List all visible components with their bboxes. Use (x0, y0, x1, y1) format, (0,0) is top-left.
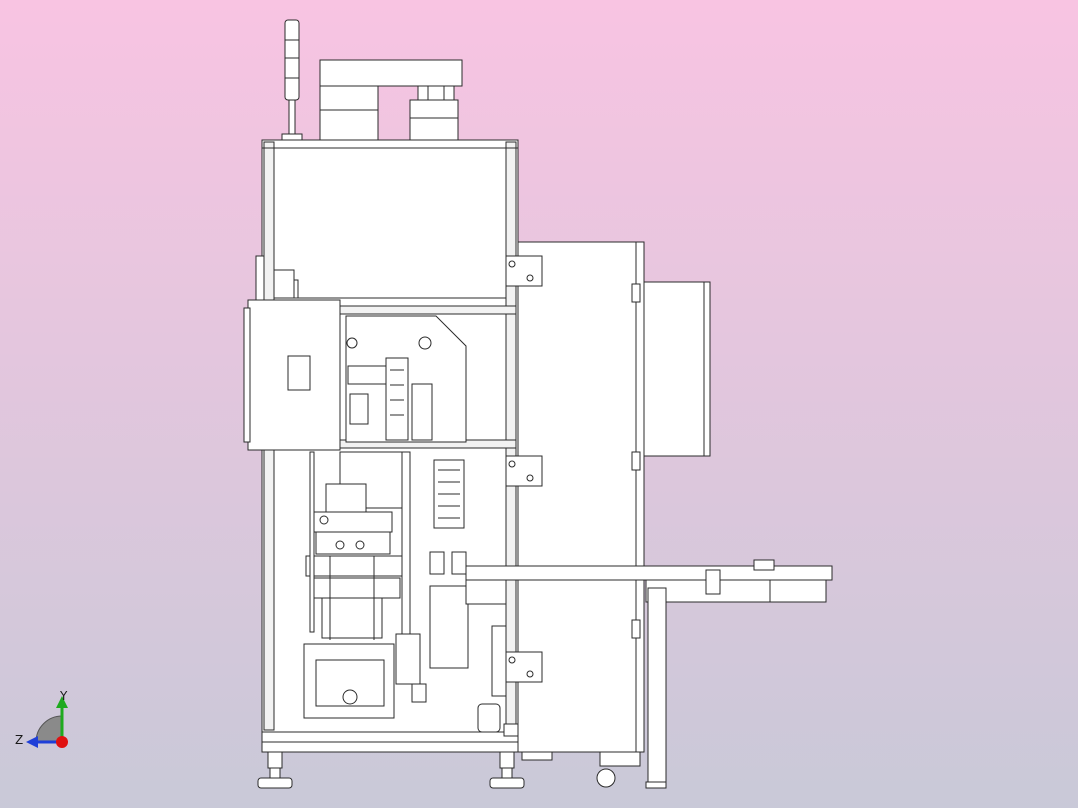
signal-tower[interactable] (281, 19, 303, 141)
top-motor-unit[interactable] (319, 59, 463, 141)
machine-assembly[interactable] (243, 19, 833, 789)
middle-mechanism[interactable] (305, 451, 411, 643)
x-axis-dot (56, 736, 68, 748)
side-motor-housing[interactable] (643, 281, 711, 457)
leveling-feet[interactable] (257, 751, 525, 789)
y-axis-label: Y (59, 689, 68, 703)
inner-panel[interactable] (429, 459, 469, 669)
z-axis-label: Z (15, 733, 23, 747)
base-block[interactable] (303, 625, 507, 733)
coordinate-triad: Y Z (15, 689, 68, 748)
conveyor[interactable] (465, 559, 833, 789)
side-enclosure[interactable] (505, 241, 645, 788)
control-box[interactable] (243, 255, 341, 451)
z-axis-arrow (26, 736, 38, 748)
y-axis-arrow (56, 696, 68, 708)
upper-mechanism[interactable] (345, 315, 467, 443)
